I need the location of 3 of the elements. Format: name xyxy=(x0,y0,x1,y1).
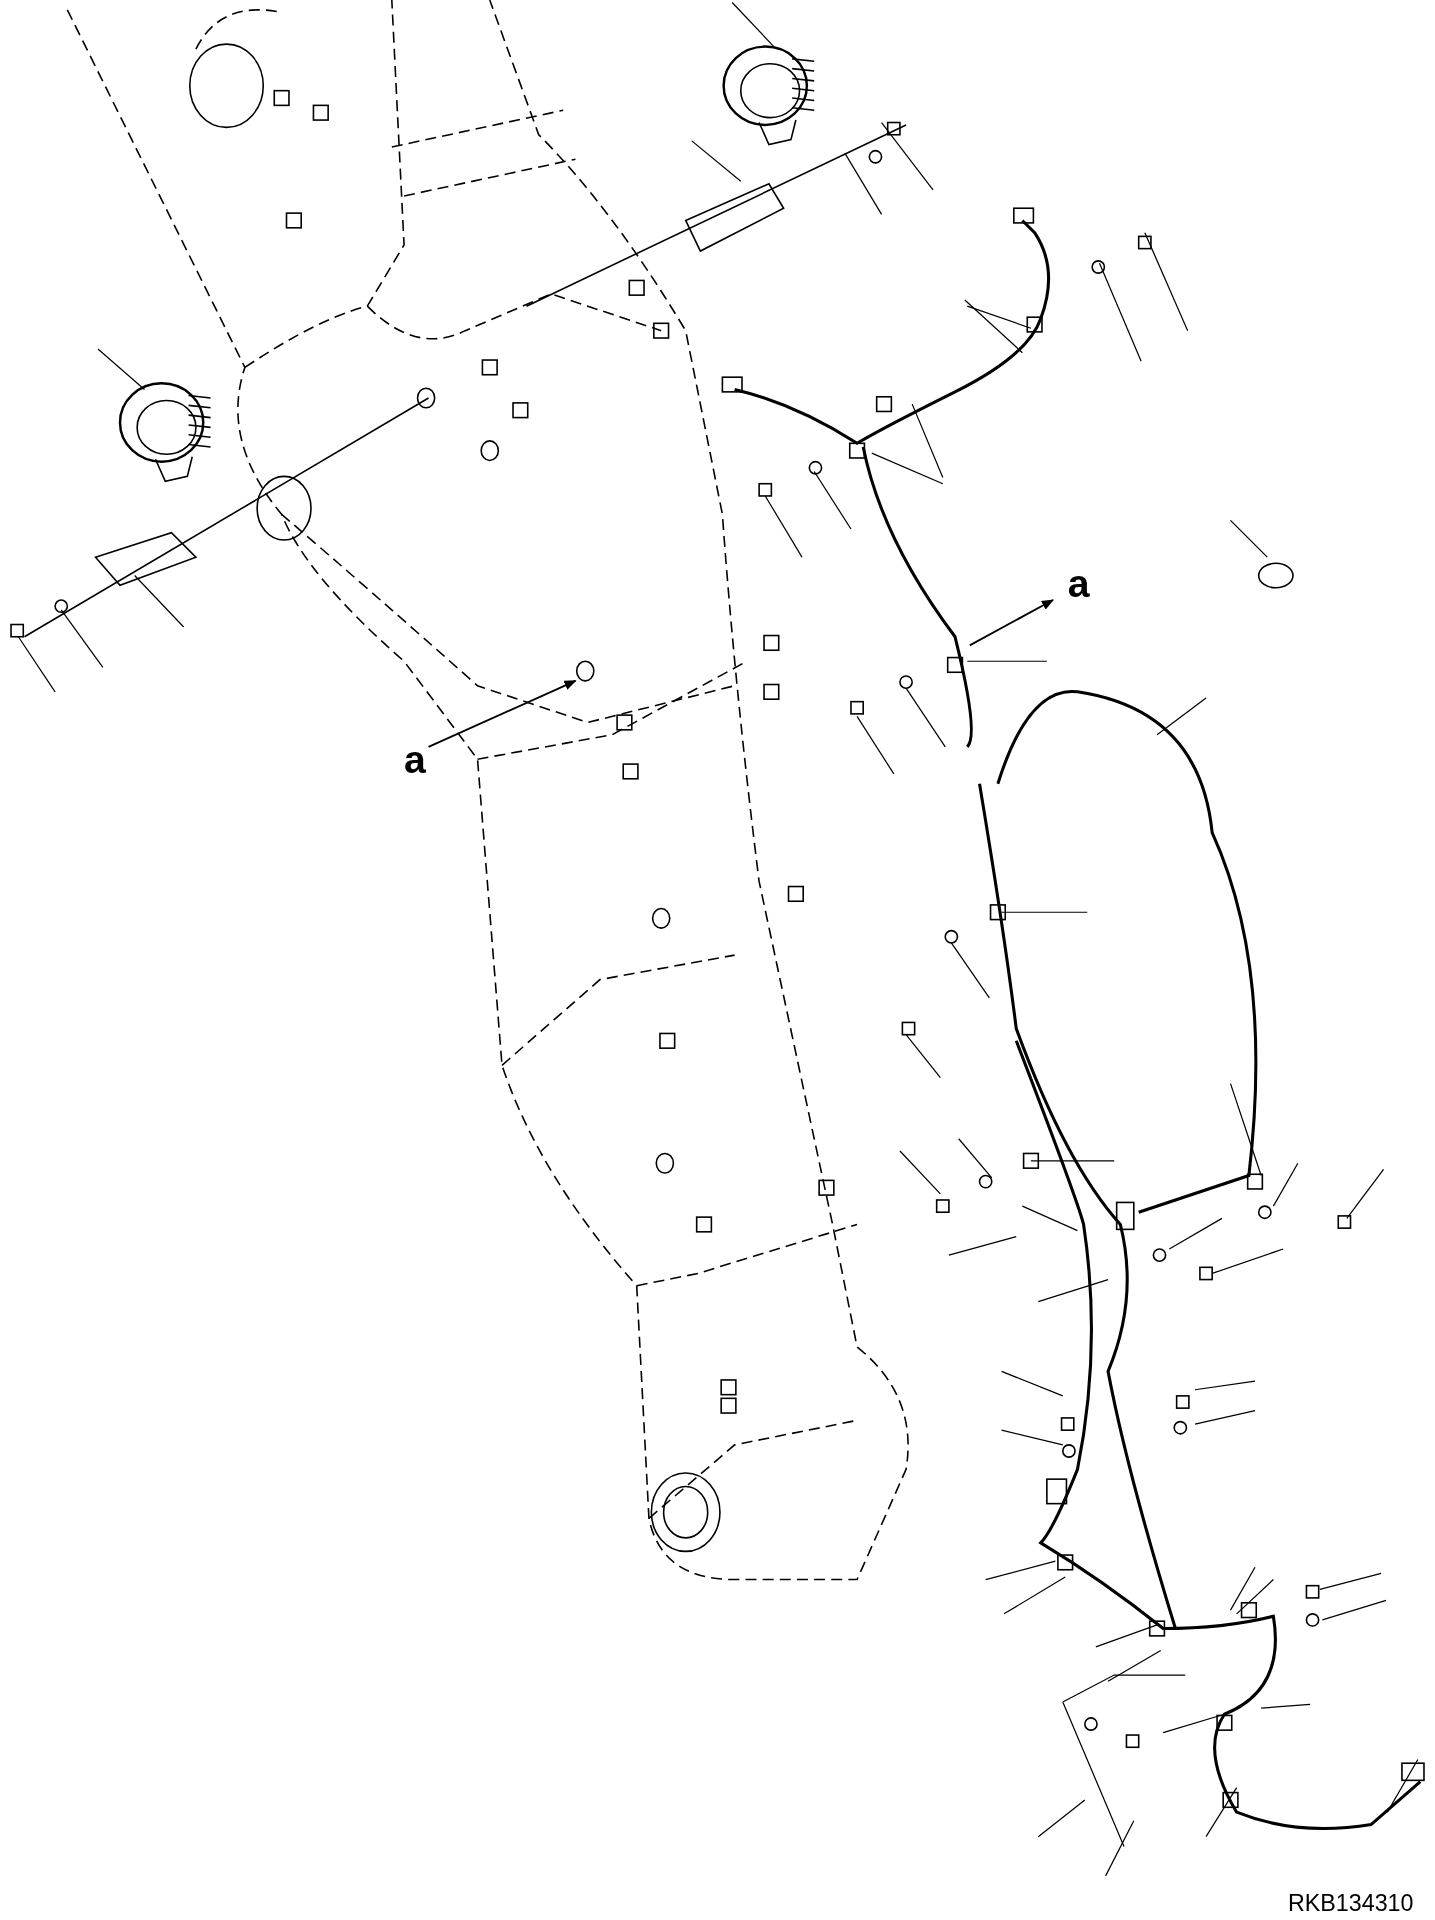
drawing-code: RKB134310 xyxy=(1288,1891,1414,1915)
view-label: a xyxy=(404,739,426,779)
view-label: a xyxy=(1067,564,1090,604)
